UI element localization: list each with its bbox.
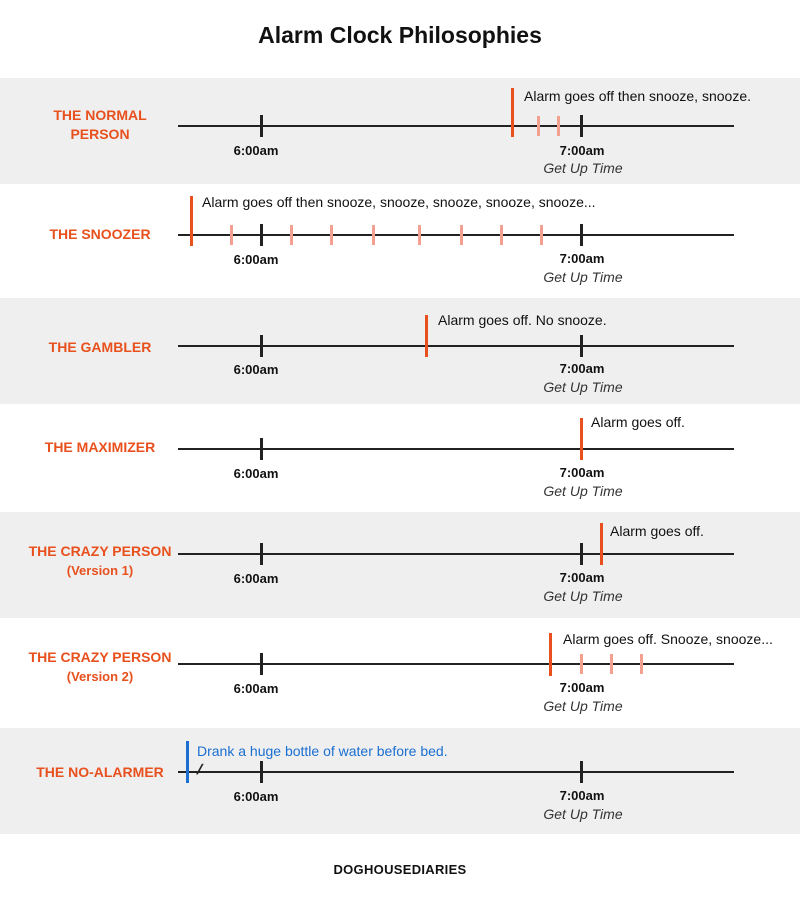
axis-label-6am: 6:00am — [233, 362, 279, 377]
get-up-time-label: Get Up Time — [543, 379, 623, 395]
row-note: Alarm goes off. — [610, 523, 704, 539]
axis-label-7am: 7:00am — [559, 570, 605, 585]
snooze-mark — [537, 116, 540, 136]
get-up-time-label: Get Up Time — [543, 160, 623, 176]
timeline-axis — [178, 553, 734, 555]
row-normal-person: THE NORMAL PERSON Alarm goes off then sn… — [0, 78, 800, 184]
row-label-line1: THE NORMAL — [53, 107, 147, 123]
row-label-line2: (Version 1) — [66, 563, 134, 578]
timeline-axis — [178, 448, 734, 450]
axis-label-7am: 7:00am — [559, 465, 605, 480]
get-up-time-label: Get Up Time — [543, 588, 623, 604]
timeline-axis — [178, 663, 734, 665]
row-label-line1: THE MAXIMIZER — [44, 439, 156, 455]
snooze-mark — [557, 116, 560, 136]
page-title: Alarm Clock Philosophies — [258, 22, 542, 48]
row-gambler: THE GAMBLER Alarm goes off. No snooze. 6… — [0, 298, 800, 404]
snooze-mark — [500, 225, 503, 245]
axis-label-7am: 7:00am — [559, 680, 605, 695]
snooze-mark — [580, 654, 583, 674]
axis-label-6am: 6:00am — [233, 789, 279, 804]
row-note: Alarm goes off. — [591, 414, 685, 430]
row-note: Drank a huge bottle of water before bed. — [197, 743, 448, 759]
timeline-axis — [178, 125, 734, 127]
row-label: THE CRAZY PERSON (Version 2) — [0, 648, 200, 686]
row-label: THE NO-ALARMER — [0, 763, 200, 782]
snooze-mark — [418, 225, 421, 245]
row-label-line1: THE SNOOZER — [49, 226, 151, 242]
get-up-time-label: Get Up Time — [543, 483, 623, 499]
row-label: THE SNOOZER — [0, 225, 200, 244]
get-up-time-label: Get Up Time — [543, 269, 623, 285]
row-label-line1: THE NO-ALARMER — [36, 764, 164, 780]
alarm-mark — [190, 196, 193, 246]
row-label: THE NORMAL PERSON — [0, 106, 200, 144]
row-no-alarmer: THE NO-ALARMER // Drank a huge bottle of… — [0, 728, 800, 834]
row-label-line1: THE CRAZY PERSON — [28, 649, 172, 665]
alarm-mark — [511, 88, 514, 137]
alarm-mark — [549, 633, 552, 676]
row-note: Alarm goes off then snooze, snooze. — [524, 88, 751, 104]
tick-6am — [260, 115, 263, 137]
snooze-mark — [230, 225, 233, 245]
snooze-mark — [372, 225, 375, 245]
row-note: Alarm goes off. Snooze, snooze... — [563, 631, 773, 647]
axis-label-6am: 6:00am — [233, 466, 279, 481]
credit-text: DOGHOUSEDIARIES — [333, 862, 467, 877]
tick-6am — [260, 761, 263, 783]
snooze-mark — [460, 225, 463, 245]
axis-label-6am: 6:00am — [233, 143, 279, 158]
row-crazy-person-v2: THE CRAZY PERSON (Version 2) Alarm goes … — [0, 618, 800, 728]
axis-label-7am: 7:00am — [559, 143, 605, 158]
snooze-mark — [540, 225, 543, 245]
tick-7am — [580, 224, 583, 246]
row-label-line1: THE GAMBLER — [48, 339, 152, 355]
axis-label-6am: 6:00am — [233, 681, 279, 696]
row-label-line1: THE CRAZY PERSON — [28, 543, 172, 559]
timeline-axis — [178, 234, 734, 236]
tick-6am — [260, 653, 263, 675]
snooze-mark — [330, 225, 333, 245]
axis-label-6am: 6:00am — [233, 571, 279, 586]
tick-7am — [580, 543, 583, 565]
water-mark — [186, 741, 189, 783]
alarm-mark — [580, 418, 583, 460]
alarm-mark — [425, 315, 428, 357]
tick-7am — [580, 761, 583, 783]
axis-label-7am: 7:00am — [559, 251, 605, 266]
get-up-time-label: Get Up Time — [543, 806, 623, 822]
row-snoozer: THE SNOOZER Alarm goes off then snooze, … — [0, 184, 800, 298]
row-label-line2: (Version 2) — [66, 669, 134, 684]
axis-label-7am: 7:00am — [559, 788, 605, 803]
snooze-mark — [290, 225, 293, 245]
get-up-time-label: Get Up Time — [543, 698, 623, 714]
row-maximizer: THE MAXIMIZER Alarm goes off. 6:00am 7:0… — [0, 404, 800, 512]
row-label: THE MAXIMIZER — [0, 438, 200, 457]
row-label-line2: PERSON — [70, 126, 130, 142]
row-crazy-person-v1: THE CRAZY PERSON (Version 1) Alarm goes … — [0, 512, 800, 618]
tick-7am — [580, 335, 583, 357]
tick-6am — [260, 224, 263, 246]
axis-label-7am: 7:00am — [559, 361, 605, 376]
timeline-axis — [178, 771, 734, 773]
snooze-mark — [610, 654, 613, 674]
row-label: THE CRAZY PERSON (Version 1) — [0, 542, 200, 580]
axis-label-6am: 6:00am — [233, 252, 279, 267]
tick-6am — [260, 543, 263, 565]
timeline-axis — [178, 345, 734, 347]
row-note: Alarm goes off then snooze, snooze, snoo… — [202, 194, 596, 210]
snooze-mark — [640, 654, 643, 674]
alarm-mark — [600, 523, 603, 565]
tick-6am — [260, 438, 263, 460]
row-note: Alarm goes off. No snooze. — [438, 312, 607, 328]
tick-7am — [580, 115, 583, 137]
row-label: THE GAMBLER — [0, 338, 200, 357]
tick-6am — [260, 335, 263, 357]
